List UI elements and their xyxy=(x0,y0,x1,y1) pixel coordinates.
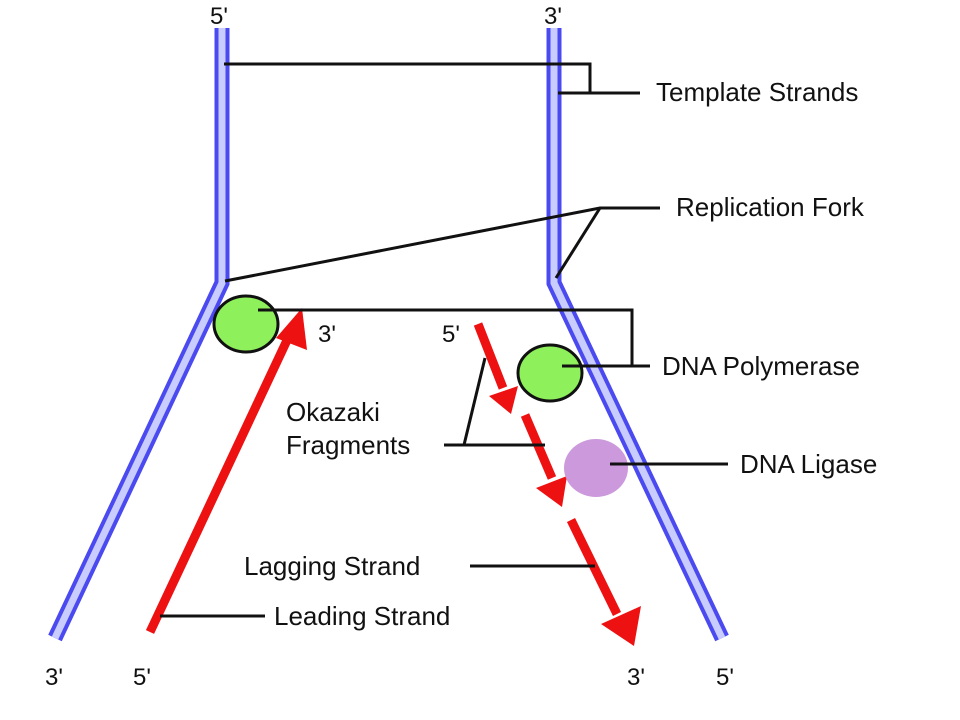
dna-polymerase-lagging xyxy=(516,343,584,403)
top-left-end-label: 5' xyxy=(210,3,228,30)
lagging-strand-label: Lagging Strand xyxy=(244,551,420,581)
okazaki-fragment xyxy=(566,518,641,646)
leading-strand-arrowhead xyxy=(276,308,307,350)
template-strands-leader xyxy=(224,62,640,95)
replication-fork-leader xyxy=(224,206,660,283)
dna-ligase-label: DNA Ligase xyxy=(740,449,877,479)
top-right-end-label: 3' xyxy=(544,3,562,30)
okazaki-fragment xyxy=(473,322,518,414)
left-template-strand xyxy=(48,28,230,642)
okazaki-fragments-leader xyxy=(444,357,545,447)
bottom-lagging-end-label: 3' xyxy=(627,664,645,691)
template-strands-label: Template Strands xyxy=(656,77,858,107)
replication-fork-label: Replication Fork xyxy=(676,192,865,222)
okazaki-label-line2: Fragments xyxy=(286,430,410,460)
leading-strand xyxy=(145,308,307,634)
dna-polymerase-label: DNA Polymerase xyxy=(662,351,860,381)
dna-polymerase-leading xyxy=(212,294,280,354)
bottom-leading-end-label: 5' xyxy=(133,664,151,691)
leading-tip-end-label: 3' xyxy=(318,321,336,348)
lagging-start-end-label: 5' xyxy=(442,321,460,348)
right-template-strand xyxy=(546,28,729,642)
dna-polymerase-leader xyxy=(258,308,650,368)
bottom-left-template-end-label: 3' xyxy=(45,664,63,691)
okazaki-fragment xyxy=(520,413,567,507)
leading-strand-label: Leading Strand xyxy=(274,601,450,631)
dna-ligase xyxy=(564,439,628,497)
bottom-right-template-end-label: 5' xyxy=(716,664,734,691)
okazaki-label-line1: Okazaki xyxy=(286,397,380,427)
